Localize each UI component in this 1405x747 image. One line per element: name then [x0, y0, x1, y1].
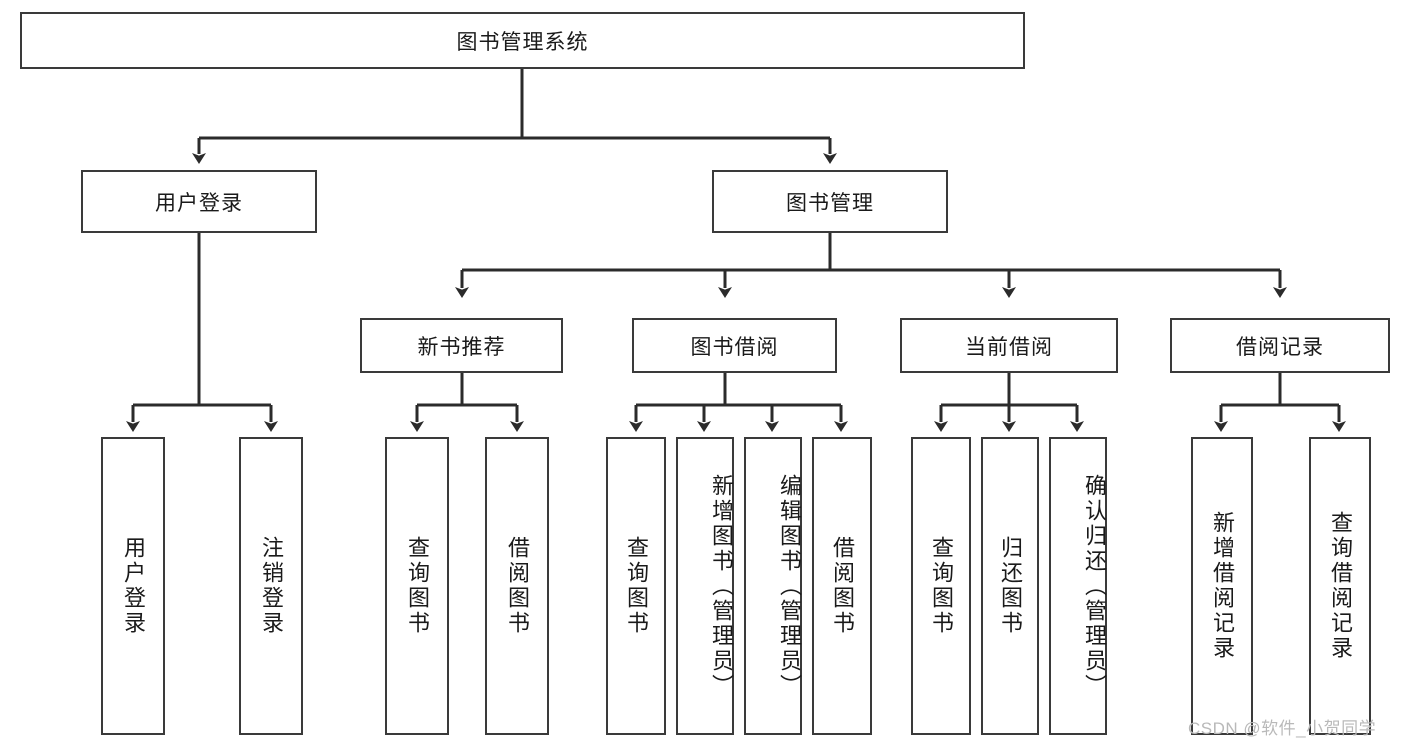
leaf-label: 查询图书: [624, 536, 649, 636]
leaf-borrow-book-recommend[interactable]: 借阅图书: [485, 437, 549, 735]
leaf-edit-book-admin[interactable]: 编辑图书（管理员）: [744, 437, 802, 735]
leaf-user-login[interactable]: 用户登录: [101, 437, 165, 735]
leaf-logout-login[interactable]: 注销登录: [239, 437, 303, 735]
csdn-watermark: CSDN @软件_小贺同学: [1188, 719, 1377, 738]
leaf-borrow-book[interactable]: 借阅图书: [812, 437, 872, 735]
leaf-label: 新增图书（管理员）: [709, 473, 734, 699]
leaf-label: 借阅图书: [505, 536, 530, 636]
leaf-label: 编辑图书（管理员）: [777, 473, 802, 699]
node-root-system[interactable]: 图书管理系统: [20, 12, 1025, 69]
leaf-query-book-current[interactable]: 查询图书: [911, 437, 971, 735]
node-user-login[interactable]: 用户登录: [81, 170, 317, 233]
leaf-query-borrow-record[interactable]: 查询借阅记录: [1309, 437, 1371, 735]
leaf-add-borrow-record[interactable]: 新增借阅记录: [1191, 437, 1253, 735]
node-book-borrow[interactable]: 图书借阅: [632, 318, 837, 373]
node-new-book-recommend[interactable]: 新书推荐: [360, 318, 563, 373]
leaf-label: 确认归还（管理员）: [1082, 473, 1107, 699]
node-borrow-record[interactable]: 借阅记录: [1170, 318, 1390, 373]
leaf-add-book-admin[interactable]: 新增图书（管理员）: [676, 437, 734, 735]
leaf-label: 查询图书: [405, 536, 430, 636]
leaf-confirm-return-admin[interactable]: 确认归还（管理员）: [1049, 437, 1107, 735]
leaf-label: 归还图书: [998, 536, 1023, 636]
leaf-label: 注销登录: [259, 536, 284, 636]
node-current-borrow[interactable]: 当前借阅: [900, 318, 1118, 373]
leaf-label: 借阅图书: [830, 536, 855, 636]
leaf-label: 新增借阅记录: [1210, 511, 1235, 661]
node-book-manage[interactable]: 图书管理: [712, 170, 948, 233]
leaf-query-book-recommend[interactable]: 查询图书: [385, 437, 449, 735]
leaf-return-book[interactable]: 归还图书: [981, 437, 1039, 735]
leaf-label: 查询借阅记录: [1328, 511, 1353, 661]
leaf-query-book-borrow[interactable]: 查询图书: [606, 437, 666, 735]
leaf-label: 查询图书: [929, 536, 954, 636]
leaf-label: 用户登录: [121, 536, 146, 636]
